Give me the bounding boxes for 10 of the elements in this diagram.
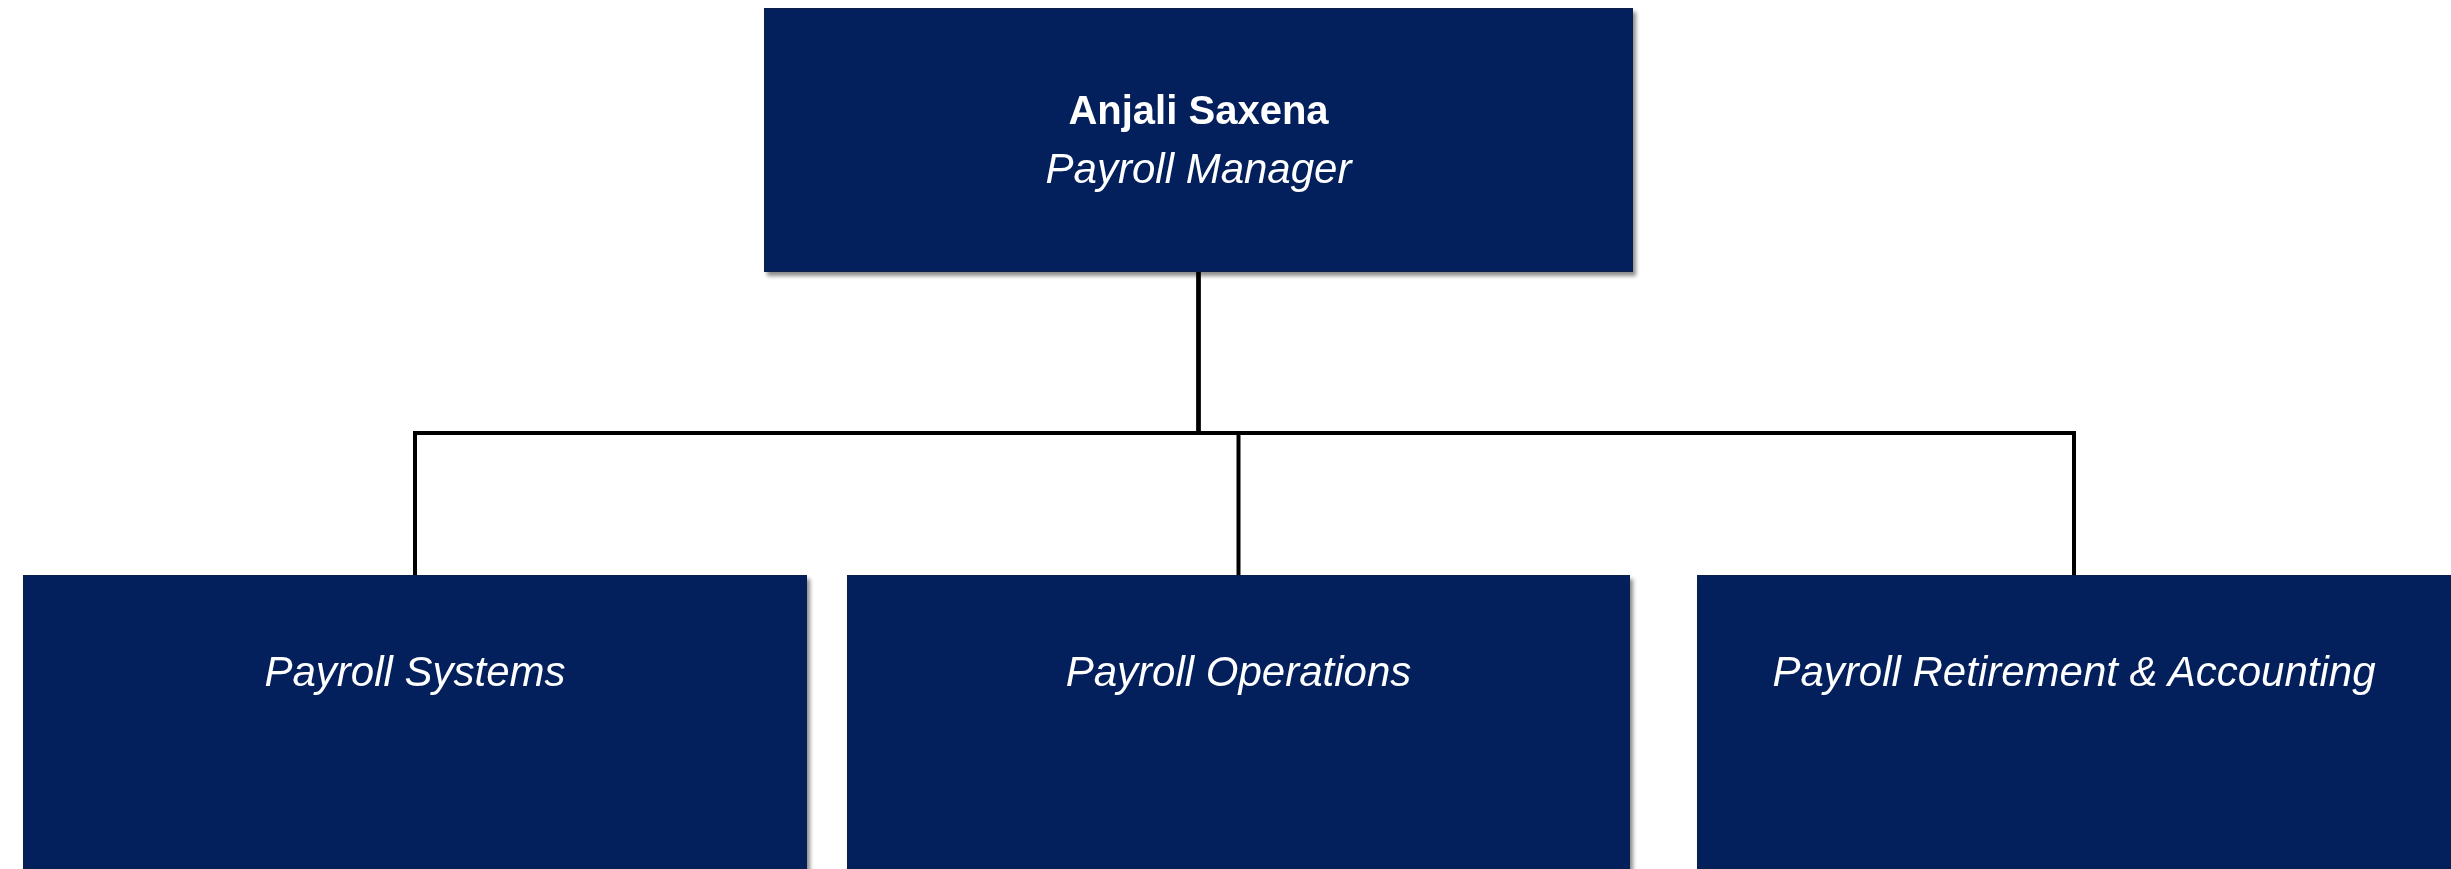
job-title: Payroll Operations	[1065, 647, 1412, 697]
job-title: Payroll Retirement & Accounting	[1772, 647, 2376, 697]
department-box	[1697, 575, 2451, 869]
job-title: Payroll Systems	[264, 647, 566, 697]
department-box	[23, 575, 807, 869]
department-box	[847, 575, 1630, 869]
connector-line	[1196, 272, 2076, 575]
manager-box	[764, 8, 1633, 272]
job-title: Payroll Manager	[1045, 143, 1352, 194]
person-name: Anjali Saxena	[1068, 86, 1329, 134]
